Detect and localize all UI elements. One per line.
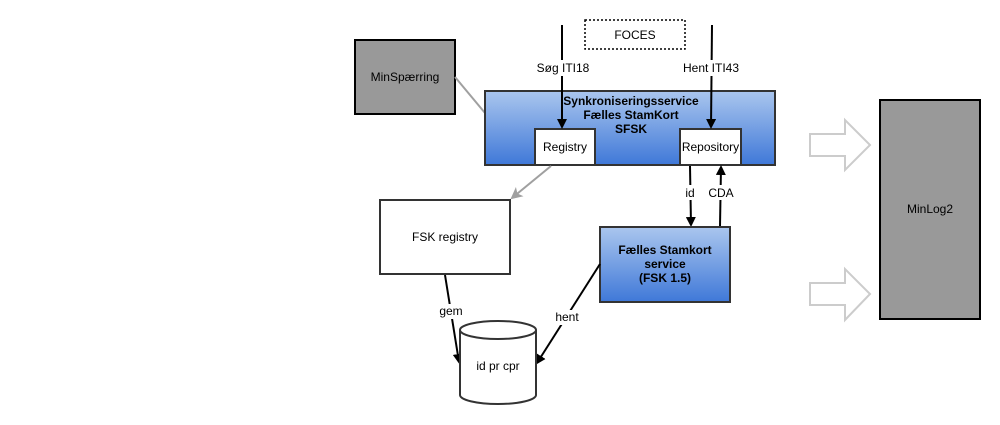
repository-label: Repository [682, 140, 739, 154]
sfsk-label-line2: Fælles StamKort [583, 108, 678, 122]
log-arrow-bottom [809, 266, 872, 323]
fsk-service-label-line3: (FSK 1.5) [639, 271, 691, 285]
registry-to-fsk-registry-arrow [510, 165, 552, 200]
minspaerring-connector [454, 76, 486, 114]
fsk-service-node[interactable]: Fælles Stamkort service (FSK 1.5) [599, 226, 731, 303]
hent-iti43-label: Hent ITI43 [683, 61, 739, 75]
id-pr-cpr-database[interactable]: id pr cpr [459, 320, 537, 405]
hent-label: hent [555, 310, 579, 324]
gem-label-bg [437, 304, 465, 319]
minspaerring-node[interactable]: MinSpærring [354, 39, 456, 115]
foces-label: FOCES [614, 28, 655, 42]
fsk-registry-node[interactable]: FSK registry [379, 199, 511, 275]
cda-label-bg [707, 185, 735, 200]
fsk-service-label-line2: service [644, 257, 686, 271]
hent-iti-label-bg [680, 60, 742, 76]
minlog2-label: MinLog2 [907, 202, 953, 216]
sfsk-label-line1: Synkroniseringsservice [563, 94, 699, 108]
db-label: id pr cpr [476, 359, 519, 373]
id-label-bg [684, 185, 697, 200]
sog-label-bg [534, 60, 592, 76]
repository-node[interactable]: Repository [679, 128, 742, 166]
registry-node[interactable]: Registry [534, 128, 596, 166]
hent-label-bg [554, 310, 582, 325]
cda-label: CDA [708, 186, 733, 200]
sfsk-label-line3: SFSK [615, 122, 647, 136]
minspaerring-label: MinSpærring [371, 70, 440, 84]
fsk-registry-label: FSK registry [412, 230, 478, 244]
registry-label: Registry [543, 140, 587, 154]
gem-label: gem [439, 304, 462, 318]
fsk-service-label-line1: Fælles Stamkort [618, 243, 711, 257]
id-label: id [685, 186, 694, 200]
log-arrow-top [809, 117, 872, 173]
sog-iti18-label: Søg ITI18 [537, 61, 590, 75]
foces-node[interactable]: FOCES [584, 19, 686, 50]
minlog2-node[interactable]: MinLog2 [879, 99, 981, 320]
